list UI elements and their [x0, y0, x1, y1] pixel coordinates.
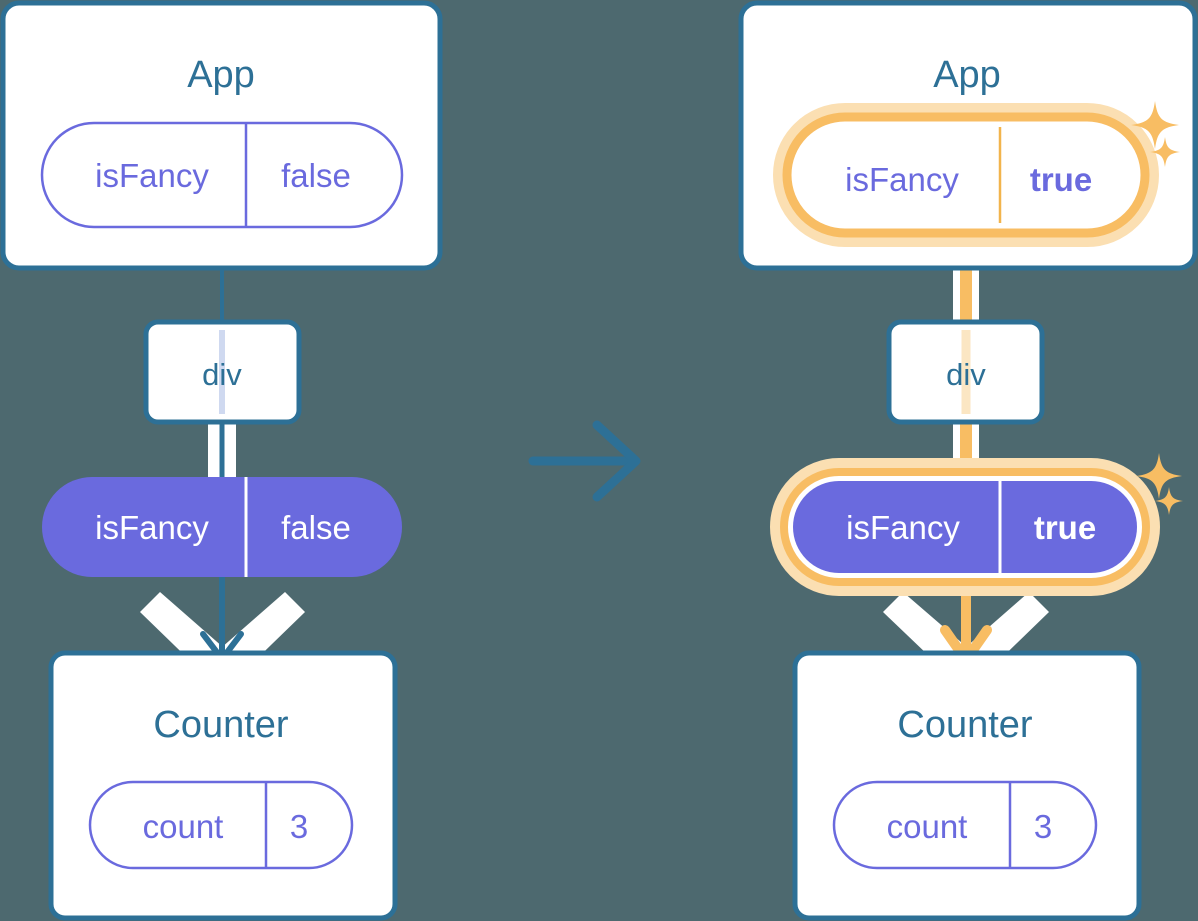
- props-pill-glow-after: [770, 458, 1160, 596]
- app-prop-name-after: isFancy: [845, 161, 959, 198]
- panel-before: App isFancy false div isFancy false: [0, 0, 443, 921]
- transition-arrow-icon: [528, 420, 641, 502]
- props-pill-before: isFancy false: [42, 477, 402, 577]
- counter-state-name-before: count: [143, 808, 224, 845]
- props-pill-name-after: isFancy: [846, 509, 960, 546]
- app-prop-pill-before: isFancy false: [40, 121, 404, 229]
- app-prop-value-after: true: [1030, 161, 1092, 198]
- app-prop-pill-after: isFancy true: [773, 103, 1159, 247]
- div-box-after: div: [886, 319, 1045, 425]
- app-title-after: App: [933, 54, 1001, 96]
- app-prop-value-before: false: [281, 157, 351, 194]
- app-prop-name-before: isFancy: [95, 157, 209, 194]
- div-box-before: div: [143, 319, 302, 425]
- props-flow-arrow-blue-before: [200, 565, 244, 662]
- counter-state-value-after: 3: [1034, 808, 1052, 845]
- app-prop-pill-ring-after: [782, 112, 1150, 238]
- counter-state-name-after: count: [887, 808, 968, 845]
- counter-state-pill-before: count 3: [88, 780, 354, 870]
- props-pill-value-before: false: [281, 509, 351, 546]
- app-title-before: App: [187, 54, 255, 96]
- app-prop-pill-glow-after: [773, 103, 1159, 247]
- counter-title-after: Counter: [897, 704, 1033, 746]
- counter-state-pill-after: count 3: [832, 780, 1098, 870]
- props-pill-after: isFancy true: [770, 458, 1160, 596]
- div-label-before: div: [202, 357, 242, 392]
- panel-after: App isFancy true div: [738, 0, 1198, 921]
- counter-title-before: Counter: [153, 704, 289, 746]
- props-pill-value-after: true: [1034, 509, 1096, 546]
- counter-box-after: Counter count 3: [792, 650, 1142, 921]
- counter-box-before: Counter count 3: [48, 650, 398, 921]
- div-label-after: div: [946, 357, 986, 392]
- counter-state-value-before: 3: [290, 808, 308, 845]
- props-pill-name-before: isFancy: [95, 509, 209, 546]
